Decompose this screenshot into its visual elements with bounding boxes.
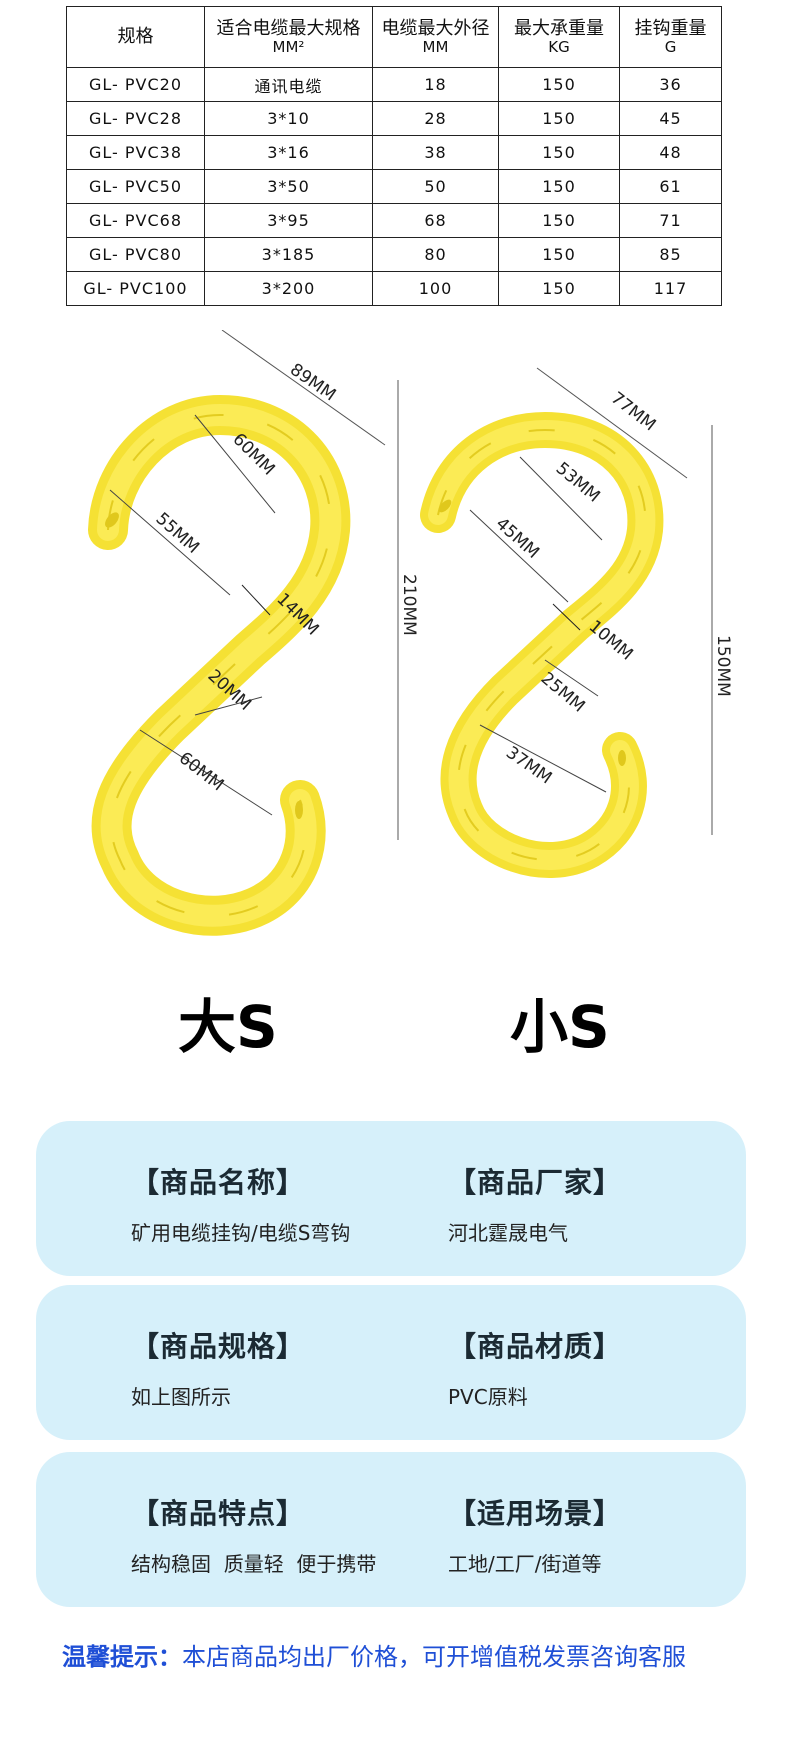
info-card-features-scenes: 【商品特点】 结构稳固 质量轻 便于携带 【适用场景】 工地/工厂/街道等 (36, 1452, 746, 1607)
large-s-hook: 89MM 60MM 55MM 14MM 20MM 60MM 210MM (88, 330, 419, 936)
cell-weight: 36 (619, 67, 722, 102)
product-name-title: 【商品名称】 (131, 1166, 306, 1199)
cell-model: GL- PVC20 (66, 67, 205, 102)
cell-model: GL- PVC68 (66, 203, 205, 238)
cell-diameter: 18 (372, 67, 499, 102)
manufacturer-title: 【商品厂家】 (448, 1166, 623, 1199)
cell-diameter: 100 (372, 271, 499, 306)
scenes-title: 【适用场景】 (448, 1497, 623, 1530)
table-row: GL- PVC20 通讯电缆 18 150 36 (66, 67, 722, 102)
cell-diameter: 38 (372, 135, 499, 170)
cell-weight: 71 (619, 203, 722, 238)
warm-tip-text: 本店商品均出厂价格，可开增值税发票咨询客服 (182, 1643, 686, 1671)
cell-load: 150 (498, 101, 620, 136)
cell-model: GL- PVC50 (66, 169, 205, 204)
small-dim-top-inner: 53MM (552, 459, 604, 507)
product-name-block: 【商品名称】 矿用电缆挂钩/电缆S弯钩 (131, 1161, 350, 1246)
cell-model: GL- PVC38 (66, 135, 205, 170)
small-dim-lower-opening: 25MM (537, 669, 589, 717)
cell-cable-size: 3*50 (204, 169, 373, 204)
small-s-hook: 77MM 53MM 45MM 10MM 25MM 37MM 150MM (420, 367, 733, 878)
cell-diameter: 28 (372, 101, 499, 136)
manufacturer-value: 河北霆晟电气 (448, 1221, 568, 1245)
cell-cable-size: 3*185 (204, 237, 373, 272)
table-row: GL- PVC100 3*200 100 150 117 (66, 271, 722, 306)
cell-model: GL- PVC80 (66, 237, 205, 272)
cell-diameter: 68 (372, 203, 499, 238)
large-hook-caption: 大S (178, 993, 278, 1061)
cell-cable-size: 通讯电缆 (204, 67, 373, 102)
small-dim-height: 150MM (713, 635, 733, 697)
cell-load: 150 (498, 135, 620, 170)
features-block: 【商品特点】 结构稳固 质量轻 便于携带 (131, 1492, 376, 1577)
product-spec-value: 如上图所示 (131, 1385, 231, 1409)
features-title: 【商品特点】 (131, 1497, 306, 1530)
product-spec-title: 【商品规格】 (131, 1330, 306, 1363)
hook-diagram: 89MM 60MM 55MM 14MM 20MM 60MM 210MM 77MM… (88, 330, 733, 936)
cell-load: 150 (498, 203, 620, 238)
cell-weight: 117 (619, 271, 722, 306)
large-dim-lower-inner: 60MM (175, 748, 227, 795)
cell-diameter: 80 (372, 237, 499, 272)
header-spec: 规格 (66, 6, 205, 68)
large-dim-width: 89MM (286, 360, 339, 406)
small-dim-upper-span: 45MM (492, 514, 543, 563)
scenes-value: 工地/工厂/街道等 (448, 1552, 602, 1576)
cell-cable-size: 3*16 (204, 135, 373, 170)
info-card-name-maker: 【商品名称】 矿用电缆挂钩/电缆S弯钩 【商品厂家】 河北霆晟电气 (36, 1121, 746, 1276)
material-block: 【商品材质】 PVC原料 (448, 1325, 622, 1410)
cell-cable-size: 3*95 (204, 203, 373, 238)
table-row: GL- PVC68 3*95 68 150 71 (66, 203, 722, 238)
table-row: GL- PVC80 3*185 80 150 85 (66, 237, 722, 272)
material-title: 【商品材质】 (448, 1330, 623, 1363)
warm-tip: 温馨提示：本店商品均出厂价格，可开增值税发票咨询客服 (62, 1637, 686, 1672)
cell-weight: 61 (619, 169, 722, 204)
cell-load: 150 (498, 237, 620, 272)
small-dim-width: 77MM (607, 388, 659, 435)
small-dim-lower-inner: 37MM (502, 743, 555, 789)
warm-tip-label: 温馨提示： (62, 1643, 182, 1671)
cell-load: 150 (498, 67, 620, 102)
cell-weight: 45 (619, 101, 722, 136)
small-hook-caption: 小S (510, 993, 610, 1061)
cell-cable-size: 3*200 (204, 271, 373, 306)
material-value: PVC原料 (448, 1385, 528, 1409)
manufacturer-block: 【商品厂家】 河北霆晟电气 (448, 1161, 622, 1246)
cell-load: 150 (498, 169, 620, 204)
info-card-spec-material: 【商品规格】 如上图所示 【商品材质】 PVC原料 (36, 1285, 746, 1440)
table-row: GL- PVC50 3*50 50 150 61 (66, 169, 722, 204)
cell-model: GL- PVC28 (66, 101, 205, 136)
cell-weight: 48 (619, 135, 722, 170)
scenes-block: 【适用场景】 工地/工厂/街道等 (448, 1492, 622, 1577)
large-dim-height: 210MM (399, 574, 419, 636)
table-row: GL- PVC38 3*16 38 150 48 (66, 135, 722, 170)
table-row: GL- PVC28 3*10 28 150 45 (66, 101, 722, 136)
features-value: 结构稳固 质量轻 便于携带 (131, 1552, 377, 1576)
product-name-value: 矿用电缆挂钩/电缆S弯钩 (131, 1221, 351, 1245)
product-spec-block: 【商品规格】 如上图所示 (131, 1325, 305, 1410)
cell-load: 150 (498, 271, 620, 306)
small-dim-thickness: 10MM (585, 617, 637, 665)
cell-weight: 85 (619, 237, 722, 272)
cell-model: GL- PVC100 (66, 271, 205, 306)
cell-cable-size: 3*10 (204, 101, 373, 136)
cell-diameter: 50 (372, 169, 499, 204)
